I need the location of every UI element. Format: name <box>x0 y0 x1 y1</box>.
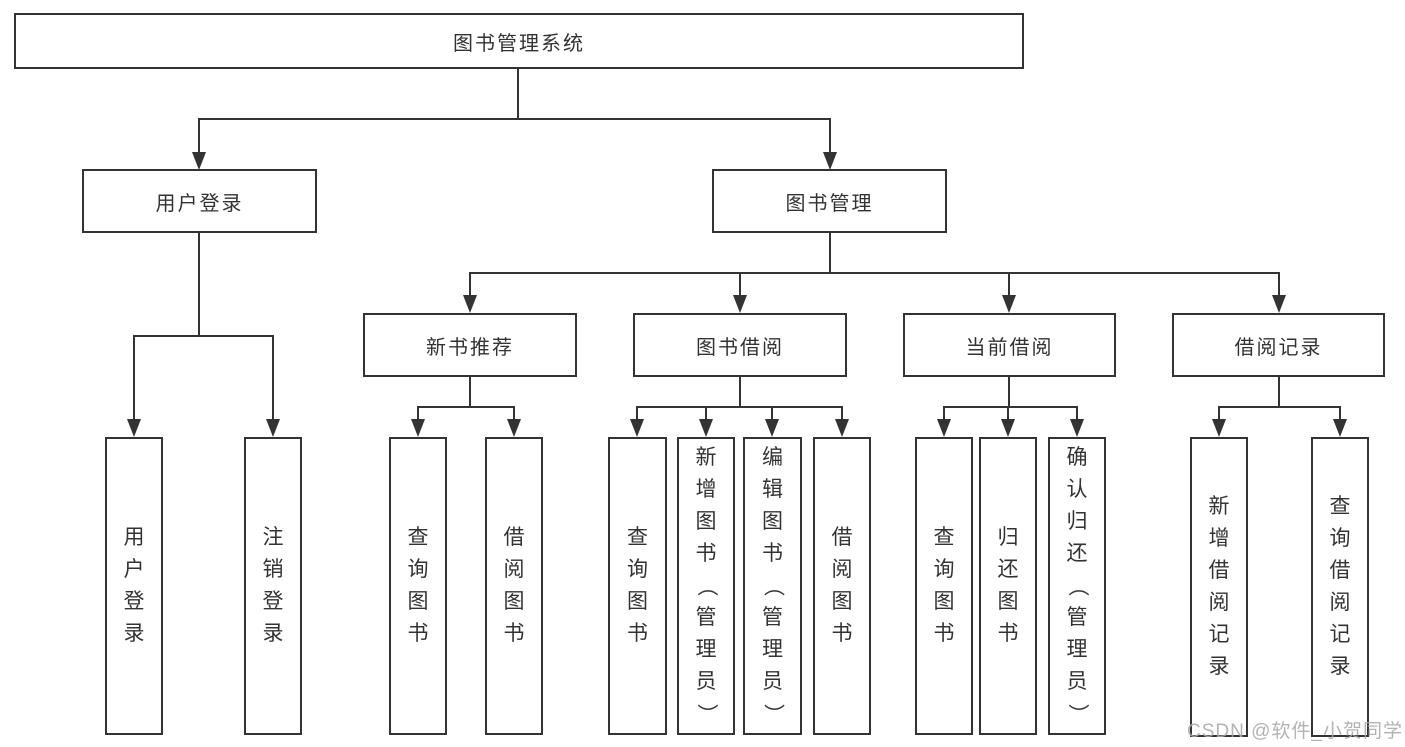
leaf-add-borrow-record: 新增借阅记录 <box>1190 437 1248 737</box>
arrowheads <box>127 152 1347 437</box>
leaf-add-books-admin: 新增图书（管理员） <box>677 437 735 735</box>
node-borrowing-records: 借阅记录 <box>1172 313 1385 377</box>
node-new-book-recommendation: 新书推荐 <box>363 313 577 377</box>
node-root-library-system: 图书管理系统 <box>14 13 1024 69</box>
csdn-watermark: CSDN @软件_小贺同学 <box>1187 721 1403 742</box>
leaf-user-login: 用户登录 <box>105 437 163 735</box>
leaf-query-books-1: 查询图书 <box>389 437 447 735</box>
leaf-query-books-3: 查询图书 <box>915 437 973 735</box>
leaf-logout: 注销登录 <box>244 437 302 735</box>
leaf-return-books: 归还图书 <box>979 437 1037 735</box>
node-current-borrowing: 当前借阅 <box>903 313 1116 377</box>
node-book-management: 图书管理 <box>712 169 947 233</box>
leaf-query-borrow-record: 查询借阅记录 <box>1311 437 1369 737</box>
node-book-borrowing: 图书借阅 <box>633 313 847 377</box>
leaf-borrow-books-2: 借阅图书 <box>813 437 871 735</box>
leaf-query-books-2: 查询图书 <box>608 437 667 735</box>
leaf-borrow-books-1: 借阅图书 <box>485 437 543 735</box>
node-user-login: 用户登录 <box>82 169 317 233</box>
leaf-edit-books-admin: 编辑图书（管理员） <box>743 437 802 735</box>
leaf-confirm-return-admin: 确认归还（管理员） <box>1048 437 1106 735</box>
